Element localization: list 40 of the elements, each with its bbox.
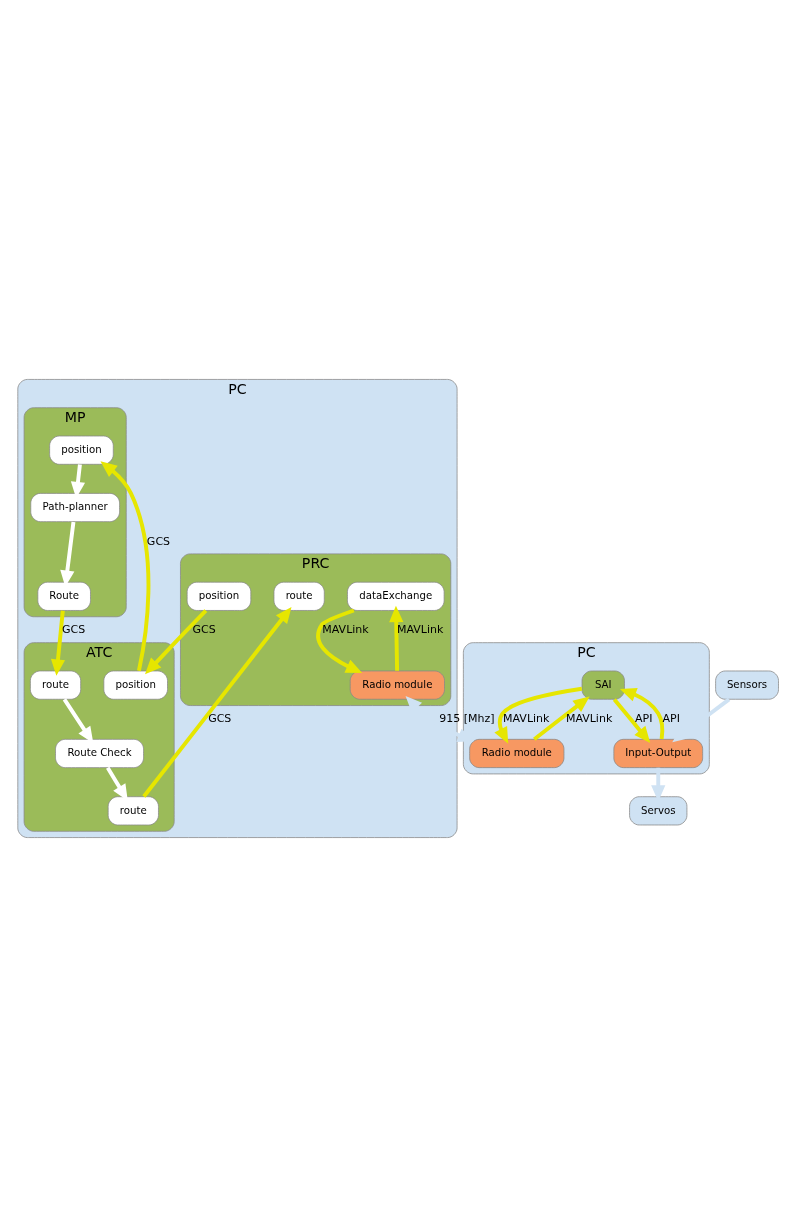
edge-label: GCS: [192, 622, 216, 636]
arrow: [142, 606, 292, 798]
edge-label: GCS: [146, 534, 171, 548]
node-box: position: [186, 581, 252, 611]
edge-label: GCS: [208, 711, 232, 725]
node-box: Servos: [629, 795, 688, 825]
node-box: Route Check: [55, 738, 144, 768]
node-box: route: [273, 581, 325, 611]
node-box: Input-Output: [613, 738, 704, 768]
node-box: SAI: [581, 670, 625, 700]
node-box: dataExchange: [347, 581, 445, 611]
edge-label: MAVLink: [503, 711, 550, 725]
node-box: route: [29, 670, 82, 700]
node-box: Path-planner: [30, 492, 120, 522]
arrow: [100, 460, 151, 671]
arrow: [672, 697, 731, 742]
arrow: [619, 687, 665, 739]
node-box: position: [49, 435, 114, 465]
edge-label: MAVLink: [396, 622, 444, 636]
arrow: [50, 610, 66, 676]
arrow: [62, 697, 94, 743]
edge-label: MAVLink: [322, 622, 369, 636]
edge-label: MAVLink: [565, 711, 613, 725]
arrow: [612, 697, 651, 743]
arrow: [405, 695, 475, 742]
node-box: Radio module: [349, 670, 445, 700]
edge-label: API: [635, 711, 653, 725]
node-box: position: [103, 670, 168, 700]
node-box: Sensors: [715, 670, 779, 700]
arrow: [533, 695, 590, 741]
arrow: [494, 686, 583, 744]
arrow: [389, 605, 404, 671]
arrow: [145, 608, 208, 674]
arrow: [106, 766, 128, 801]
node-box: Radio module: [469, 738, 565, 768]
edge-label: 915 [Mhz]: [439, 711, 495, 725]
node-box: route: [107, 795, 159, 825]
node-box: Route: [37, 581, 91, 611]
edge-label: API: [662, 711, 680, 725]
arrow: [316, 608, 363, 673]
